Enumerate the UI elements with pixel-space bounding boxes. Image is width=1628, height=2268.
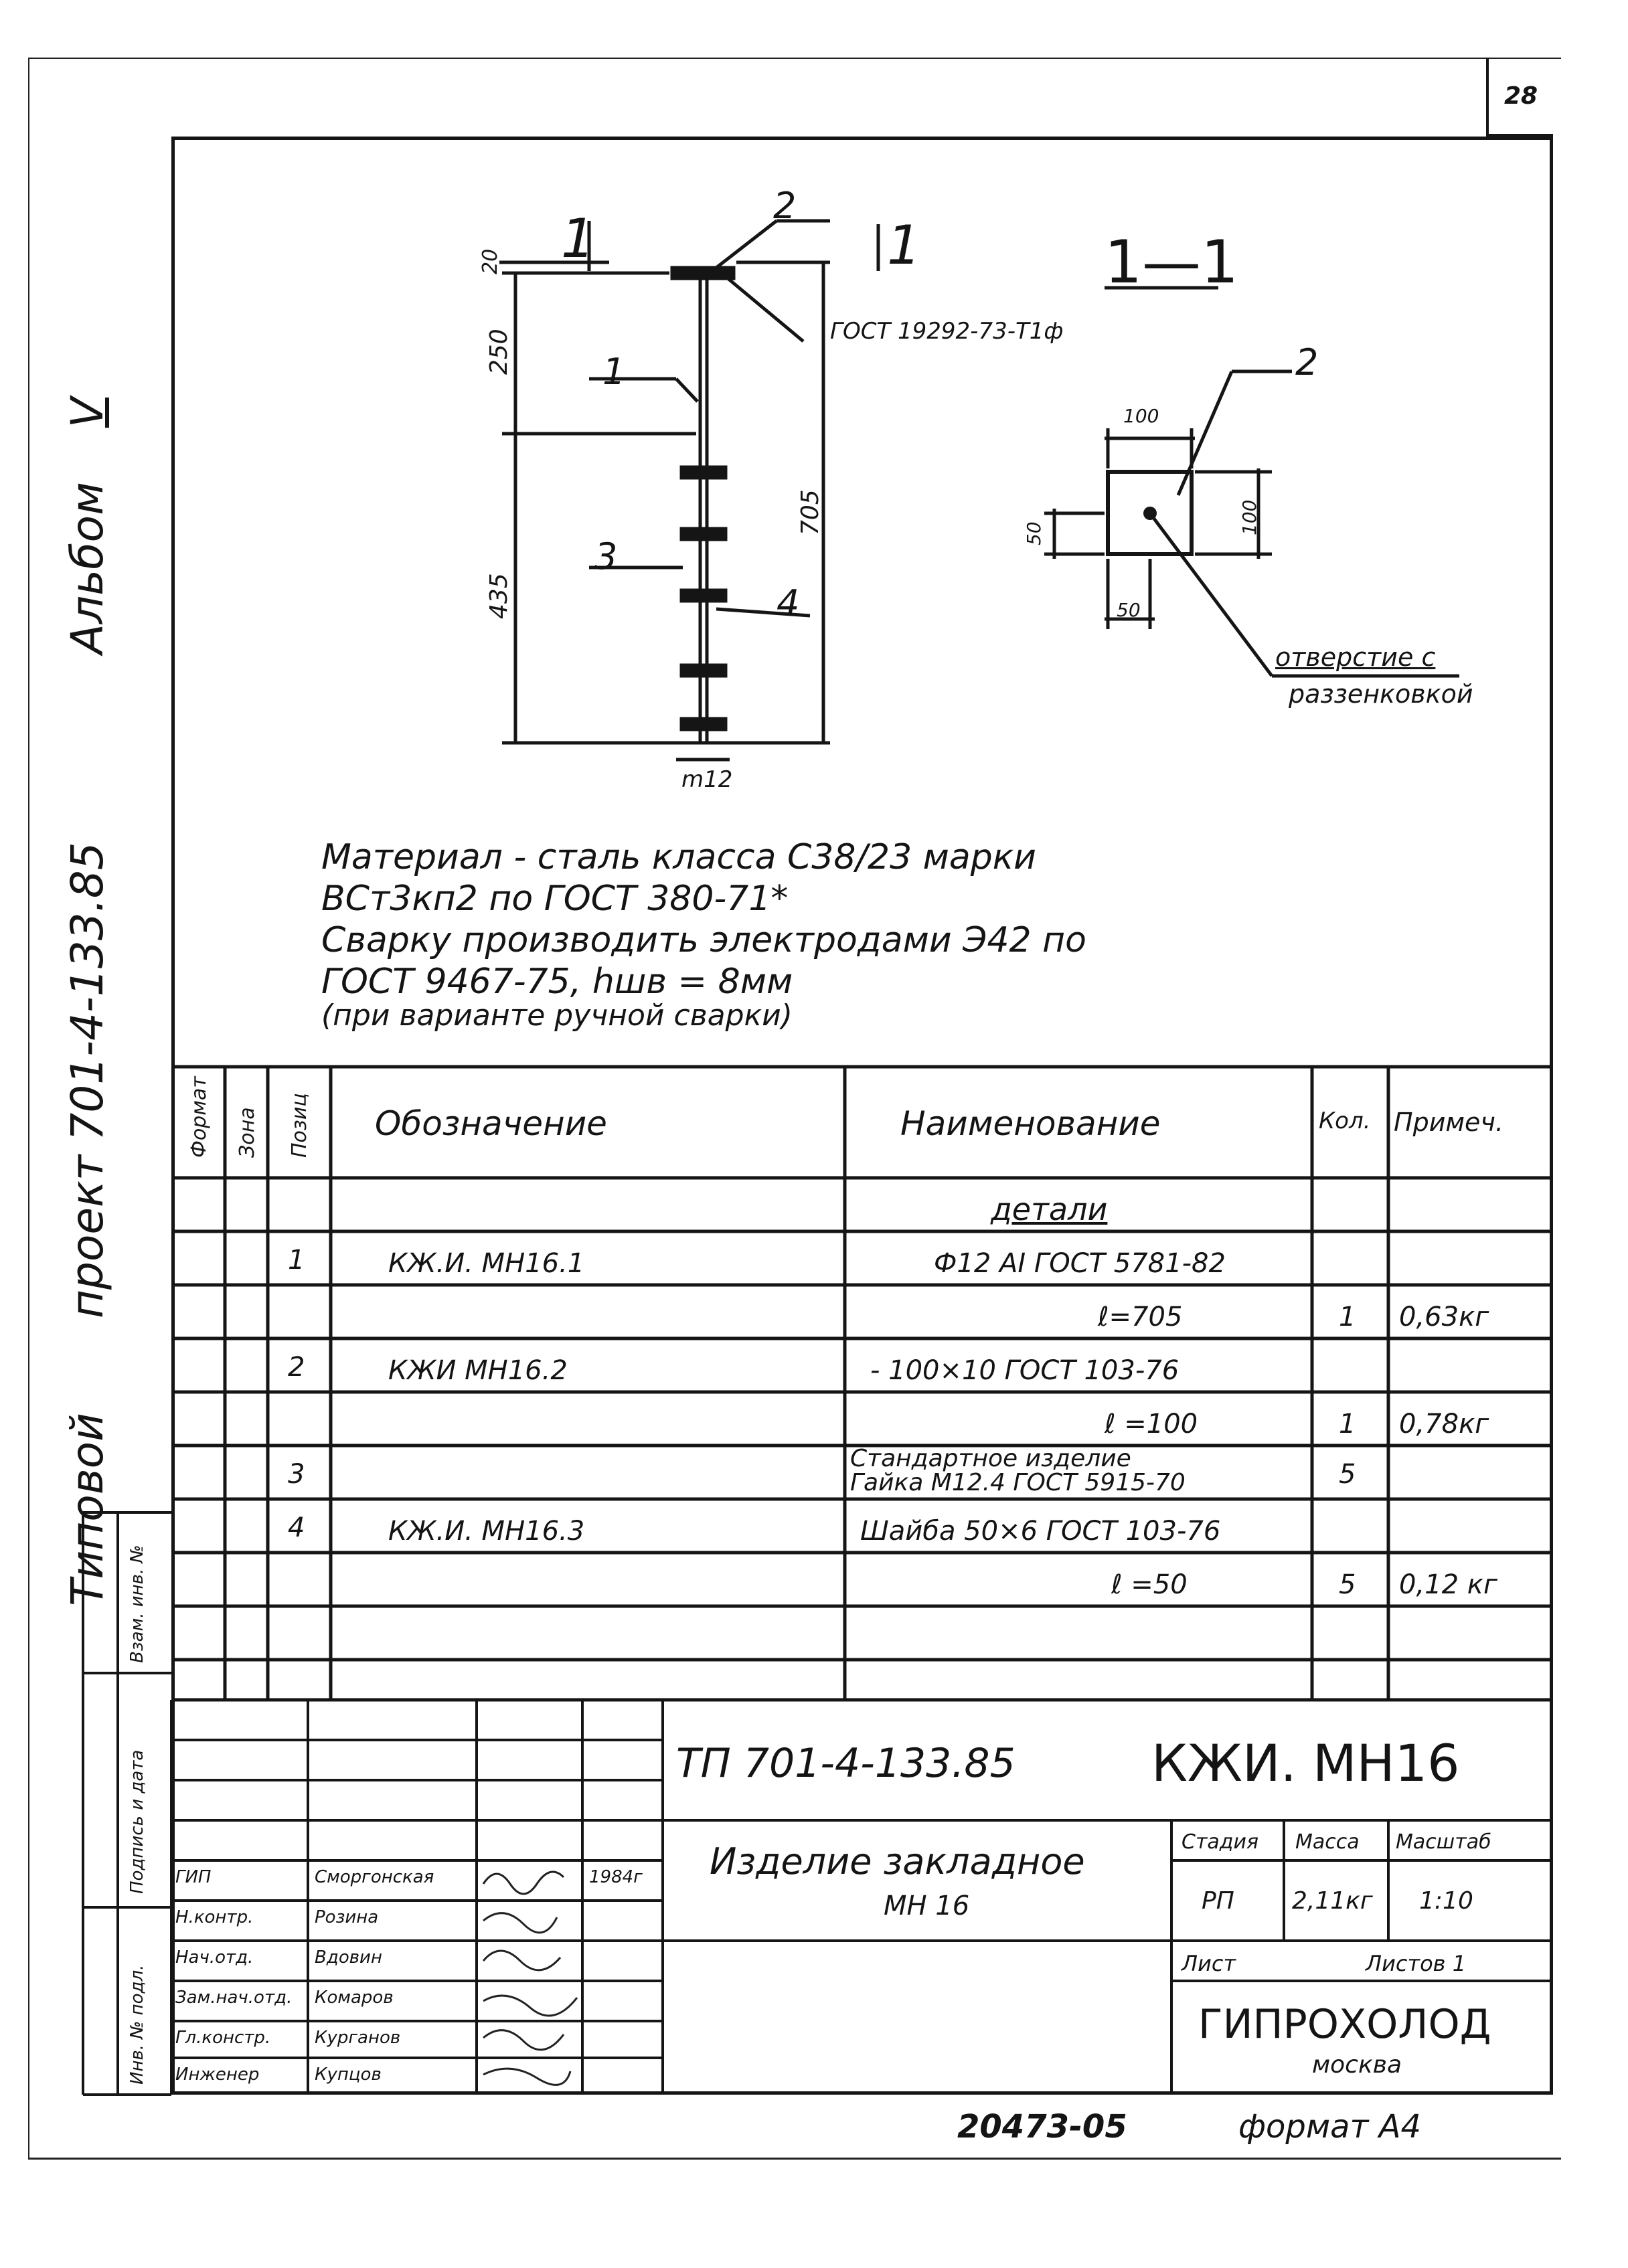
row-note: 0,12 кг bbox=[1399, 1569, 1497, 1600]
label-pos-2: 2 bbox=[773, 185, 797, 227]
row-name: Ф12 АI ГОСТ 5781-82 bbox=[934, 1248, 1226, 1279]
plate-dim-bottom: 50 bbox=[1117, 599, 1141, 621]
mass-label: Масса bbox=[1295, 1830, 1360, 1854]
label-pos-4: 4 bbox=[777, 582, 800, 624]
weld-note: ГОСТ 19292-73-Т1ф bbox=[830, 318, 1064, 345]
signature bbox=[483, 1994, 578, 2017]
hole-note-2: раззенковкой bbox=[1289, 679, 1473, 709]
row-qty: 1 bbox=[1339, 1302, 1356, 1332]
row-note: 0,63кг bbox=[1399, 1302, 1489, 1332]
plate-dim-top: 100 bbox=[1123, 405, 1159, 427]
staff-role: ГИП bbox=[175, 1867, 212, 1887]
note-line: (при варианте ручной сварки) bbox=[321, 998, 793, 1033]
row-pos: 3 bbox=[288, 1459, 305, 1490]
header-designation: Обозначение bbox=[375, 1104, 607, 1143]
staff-date: 1984г bbox=[589, 1867, 643, 1887]
staff-name: Сморгонская bbox=[315, 1867, 434, 1887]
strip-inv-replace: Взам. инв. № bbox=[127, 1545, 147, 1663]
header-name: Наименование bbox=[900, 1104, 1161, 1143]
staff-role: Инженер bbox=[175, 2065, 260, 2085]
staff-name: Курганов bbox=[315, 2028, 401, 2048]
row-designation: КЖ.И. МН16.3 bbox=[388, 1516, 585, 1547]
org-name: ГИПРОХОЛОД bbox=[1198, 2001, 1491, 2048]
section-title: 1—1 bbox=[1105, 228, 1238, 296]
stage-value: РП bbox=[1202, 1887, 1234, 1915]
row-designation: КЖ.И. МН16.1 bbox=[388, 1248, 585, 1279]
sheet-label: Лист bbox=[1182, 1951, 1236, 1976]
row-qty: 1 bbox=[1339, 1409, 1356, 1440]
staff-name: Комаров bbox=[315, 1988, 394, 2008]
frame-bottom bbox=[28, 2158, 1561, 2160]
drawing-frame bbox=[171, 137, 1553, 2095]
section-arrow-right-mark: 1 bbox=[887, 214, 921, 276]
footer-format: формат А4 bbox=[1238, 2108, 1422, 2146]
item-name-2: МН 16 bbox=[884, 1891, 970, 1921]
label-pos-1: 1 bbox=[602, 351, 626, 393]
row-pos: 2 bbox=[288, 1352, 305, 1383]
note-line: ГОСТ 9467-75, hшв = 8мм bbox=[321, 962, 793, 1002]
label-section-pos-2: 2 bbox=[1295, 341, 1319, 383]
scale-value: 1:10 bbox=[1419, 1887, 1473, 1915]
signature bbox=[483, 2067, 572, 2086]
page-number: 28 bbox=[1486, 58, 1553, 137]
signature bbox=[482, 1870, 565, 1895]
staff-name: Купцов bbox=[315, 2065, 382, 2085]
material-notes: Материал - сталь класса С38/23 марки ВСт… bbox=[321, 837, 1086, 1033]
row-note: 0,78кг bbox=[1399, 1409, 1489, 1440]
footer-doc-no: 20473-05 bbox=[957, 2108, 1127, 2146]
sheets-label: Листов 1 bbox=[1366, 1951, 1467, 1976]
hole-note-1: отверстие с bbox=[1275, 642, 1436, 672]
scale-label: Масштаб bbox=[1396, 1830, 1491, 1854]
note-line: Материал - сталь класса С38/23 марки bbox=[321, 837, 1036, 877]
org-city: москва bbox=[1312, 2051, 1402, 2079]
row-designation: КЖИ МН16.2 bbox=[388, 1355, 568, 1386]
section-details: детали bbox=[991, 1191, 1108, 1227]
strip-sign-date: Подпись и дата bbox=[127, 1749, 147, 1894]
section-arrow-left-mark: 1 bbox=[561, 207, 595, 270]
note-line: ВСт3кп2 по ГОСТ 380-71* bbox=[321, 879, 789, 919]
header-note: Примеч. bbox=[1394, 1108, 1503, 1137]
signature bbox=[483, 1912, 558, 1934]
staff-role: Нач.отд. bbox=[175, 1947, 254, 1968]
stage-label: Стадия bbox=[1182, 1830, 1259, 1854]
strip-inv-orig: Инв. № подл. bbox=[127, 1964, 147, 2085]
label-pos-3: 3 bbox=[594, 535, 618, 578]
title-block-mark: КЖИ. МН16 bbox=[1151, 1733, 1460, 1793]
staff-role: Н.контр. bbox=[175, 1907, 254, 1927]
signature bbox=[483, 2029, 565, 2051]
title-block-code: ТП 701-4-133.85 bbox=[676, 1740, 1015, 1787]
item-name-1: Изделие закладное bbox=[710, 1840, 1085, 1883]
staff-name: Розина bbox=[315, 1907, 379, 1927]
frame-top bbox=[28, 58, 1561, 59]
row-name: ℓ =100 bbox=[1105, 1409, 1198, 1440]
mass-value: 2,11кг bbox=[1292, 1887, 1373, 1915]
header-qty: Кол. bbox=[1319, 1108, 1371, 1134]
staff-role: Гл.констр. bbox=[175, 2028, 271, 2048]
row-name: ℓ =50 bbox=[1111, 1569, 1188, 1600]
row-pos: 1 bbox=[288, 1245, 305, 1276]
staff-role: Зам.нач.отд. bbox=[175, 1988, 293, 2008]
row-name: ℓ=705 bbox=[1098, 1302, 1183, 1332]
note-line: Сварку производить электродами Э42 по bbox=[321, 920, 1086, 960]
signature bbox=[482, 1949, 562, 1972]
row-name: Шайба 50×6 ГОСТ 103-76 bbox=[860, 1516, 1221, 1547]
dim-m12: m12 bbox=[681, 766, 733, 793]
row-name: - 100×10 ГОСТ 103-76 bbox=[870, 1355, 1179, 1386]
row-qty: 5 bbox=[1339, 1459, 1356, 1490]
staff-name: Вдовин bbox=[315, 1947, 382, 1968]
row-pos: 4 bbox=[288, 1512, 305, 1543]
row-qty: 5 bbox=[1339, 1569, 1356, 1600]
row-name: Стандартное изделие Гайка М12.4 ГОСТ 591… bbox=[850, 1445, 1186, 1496]
frame-left bbox=[28, 58, 29, 2159]
